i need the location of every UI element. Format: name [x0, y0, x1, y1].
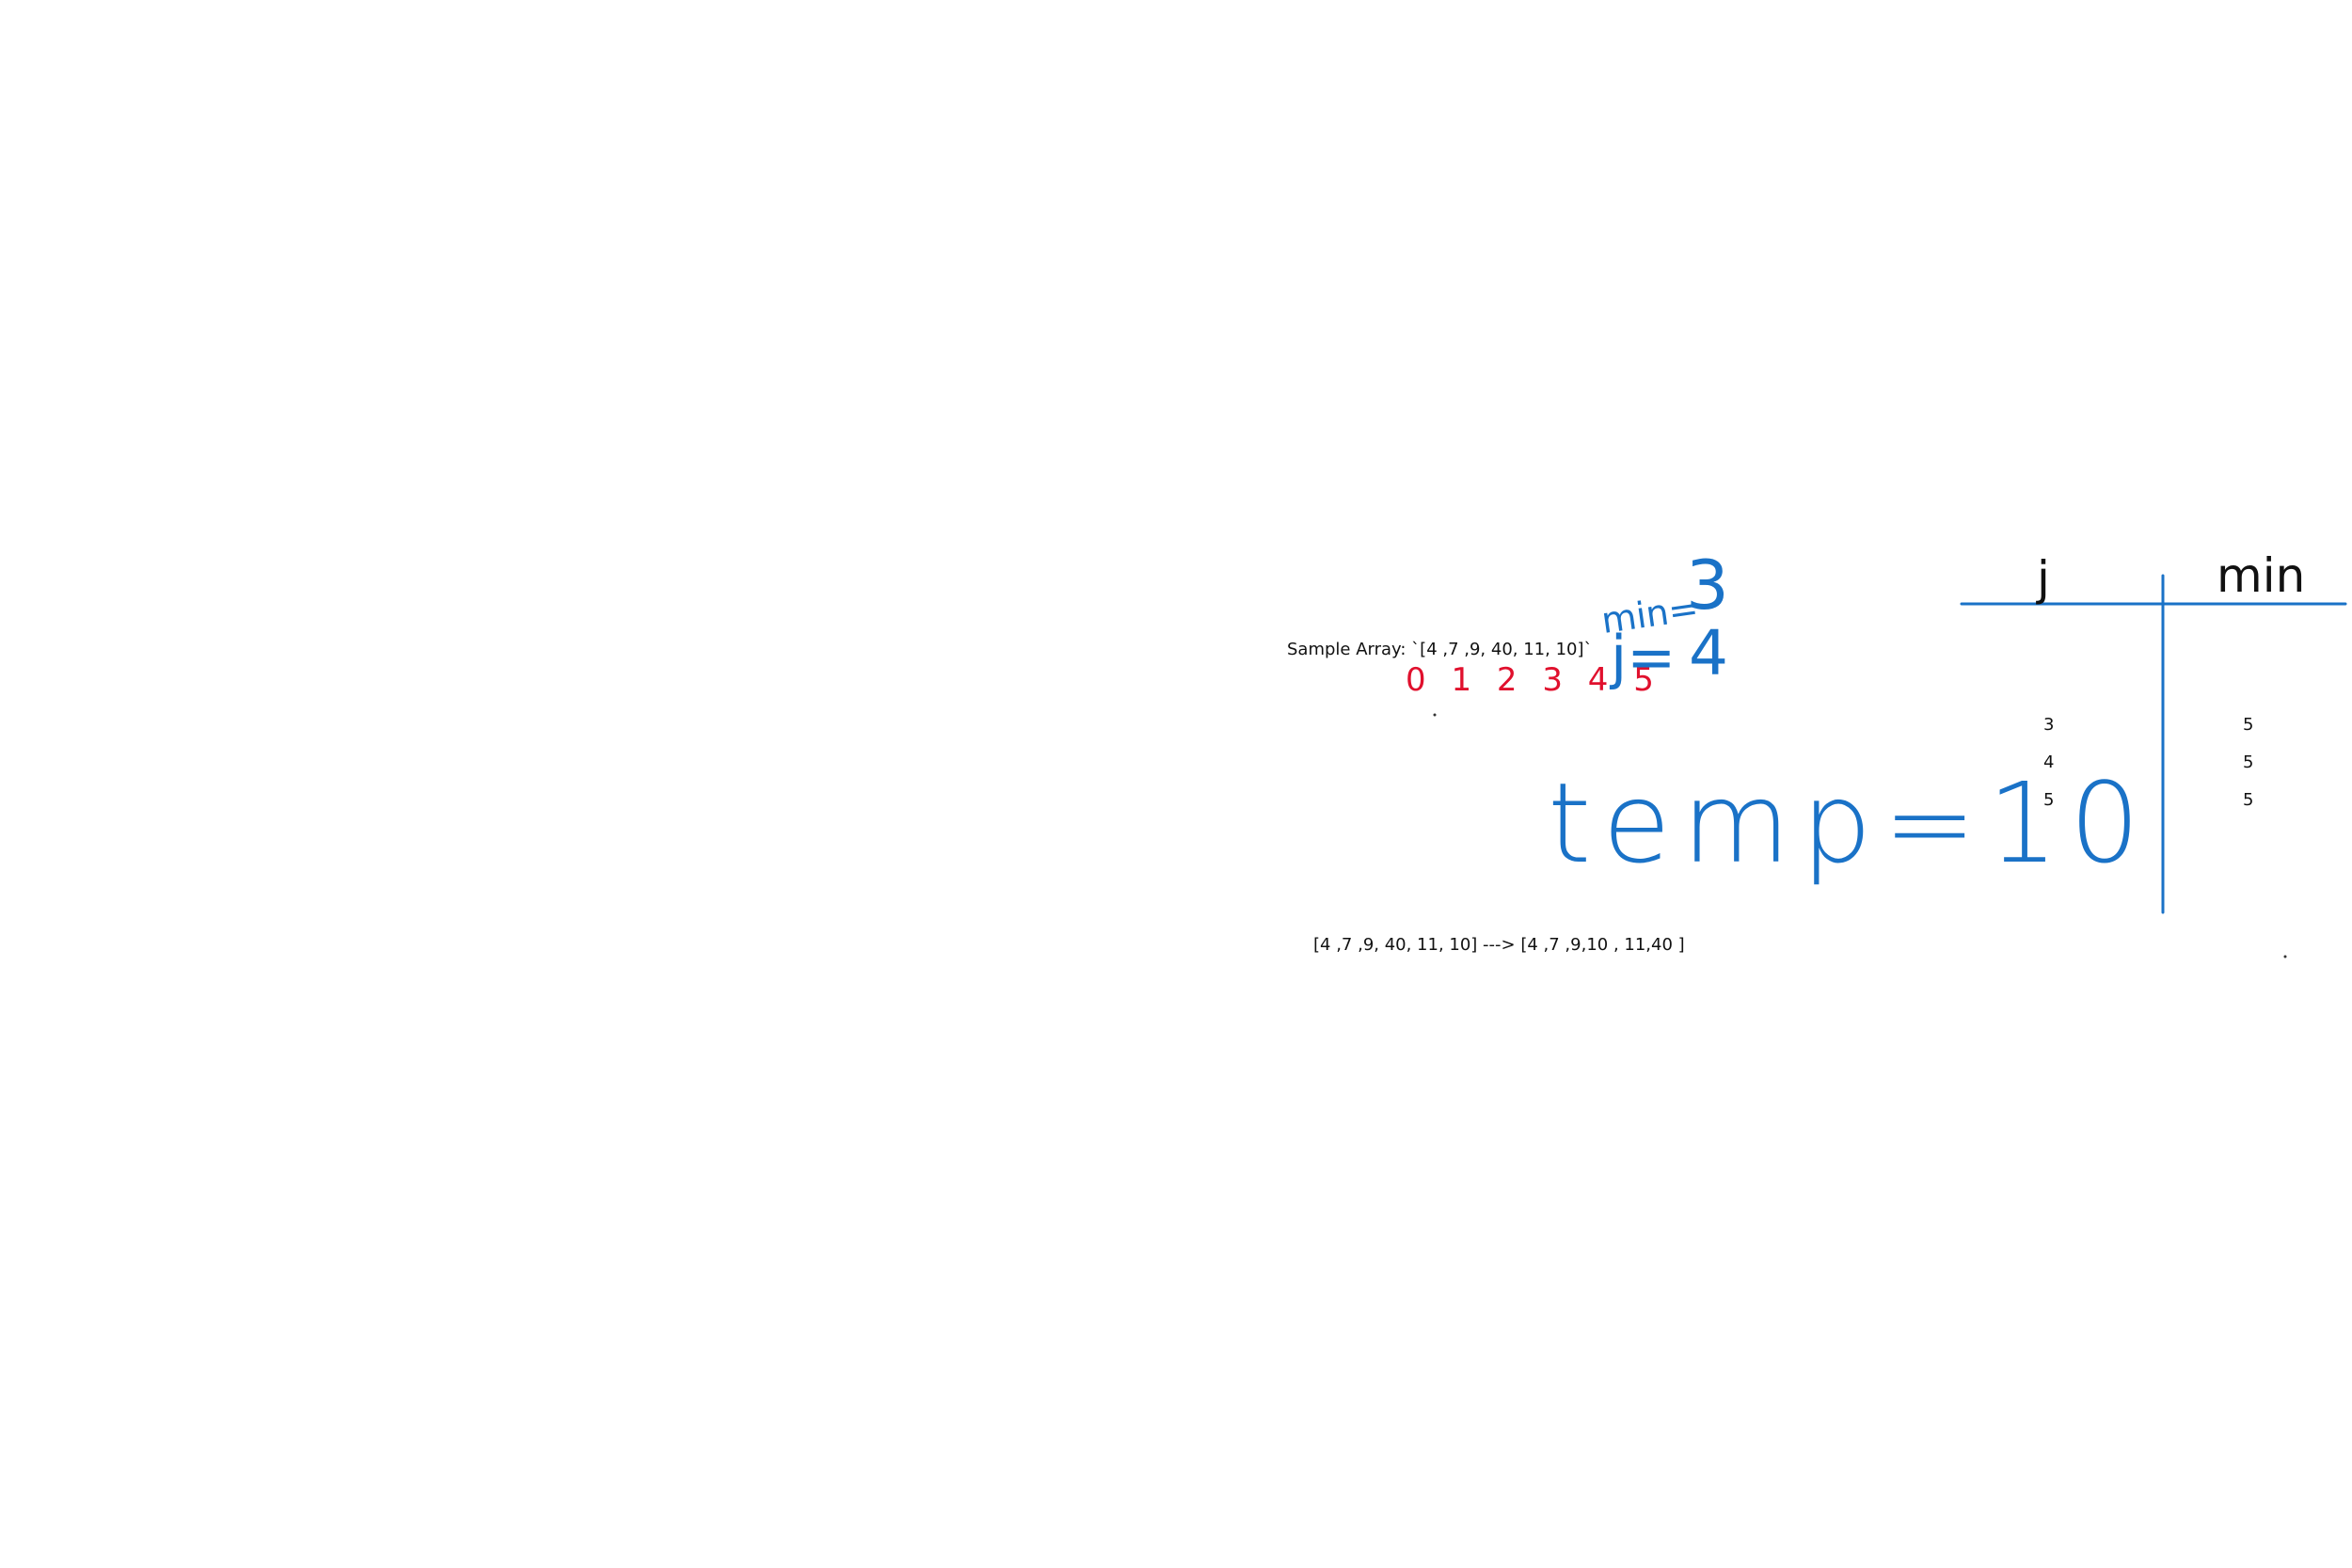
handwritten-min-value: 3 [1686, 546, 1729, 625]
table-cell-j-row-3: 5 [2043, 790, 2055, 810]
handwritten-j-label: j= [1611, 623, 1677, 691]
ink-dot [2283, 955, 2287, 958]
table-cell-j-row-2: 4 [2043, 752, 2055, 772]
table-header-min: min [2217, 548, 2306, 603]
array-index-labels: 0 1 2 3 4 5 [1406, 661, 1661, 699]
table-cell-min-row-3: 5 [2243, 790, 2254, 810]
swap-result-text: [4 ,7 ,9, 40, 11, 10] ---> [4 ,7 ,9,10 ,… [1313, 935, 1685, 955]
sample-array-text: Sample Array: `[4 ,7 ,9, 40, 11, 10]` [1287, 640, 1593, 659]
ink-dot [1433, 713, 1437, 717]
table-cell-min-row-1: 5 [2243, 715, 2254, 735]
handwritten-temp-value: temp=10 [1548, 758, 2152, 888]
handwritten-j-value: 4 [1689, 617, 1728, 689]
table-cell-min-row-2: 5 [2243, 752, 2254, 772]
table-header-j: j [2037, 551, 2050, 606]
table-cell-j-row-1: 3 [2043, 715, 2055, 735]
